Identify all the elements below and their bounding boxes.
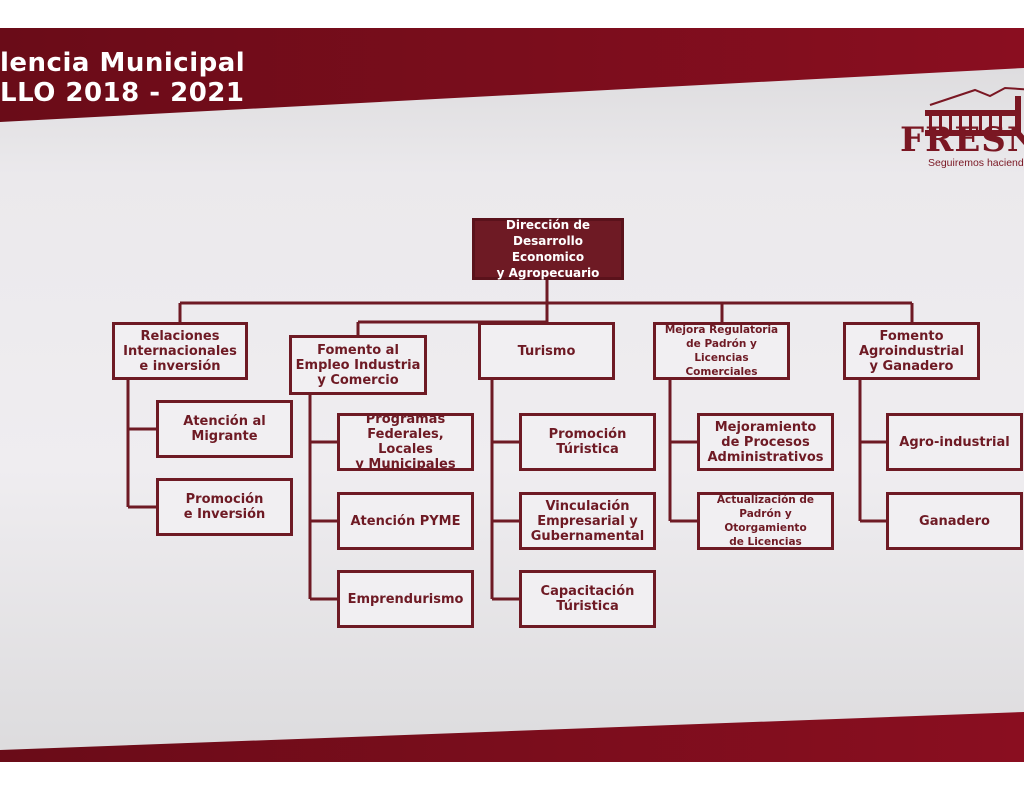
connector-relaciones (126, 380, 156, 509)
unit-emprendurismo: Emprendurismo (337, 570, 474, 628)
header-subtitle: LLO 2018 - 2021 (0, 78, 245, 108)
decorative-bands (0, 28, 1024, 762)
unit-programas: Programas Federales, Locales y Municipal… (337, 412, 474, 472)
logo-name: FRESNI (900, 120, 1024, 160)
unit-atencion-pyme: Atención PYME (337, 492, 474, 550)
connector-turismo (490, 380, 519, 601)
connector-fomento-empleo (308, 395, 337, 601)
bottom-band (0, 712, 1024, 762)
unit-agro-industrial: Agro-industrial (886, 413, 1023, 471)
unit-capacitacion-turistica: Capacitación Túristica (519, 570, 656, 628)
unit-promocion-inversion: Promoción e Inversión (156, 478, 293, 536)
unit-vinculacion: Vinculación Empresarial y Gubernamental (519, 492, 656, 550)
top-band (0, 28, 1024, 122)
dept-relaciones: Relaciones Internacionales e inversión (112, 322, 248, 380)
connector-root (178, 280, 914, 335)
unit-ganadero: Ganadero (886, 492, 1023, 550)
unit-mejoramiento-procesos: Mejoramiento de Procesos Administrativos (697, 413, 834, 471)
slide: lencia Municipal LLO 2018 - 2021 (0, 28, 1024, 762)
dept-fomento-agro: Fomento Agroindustrial y Ganadero (843, 322, 980, 380)
unit-atencion-migrante: Atención al Migrante (156, 400, 293, 458)
dept-mejora-regulatoria: Mejora Regulatoria de Padrón y Licencias… (653, 322, 790, 380)
org-root-box: Dirección de Desarrollo Economico y Agro… (472, 218, 624, 280)
unit-actualizacion-padron: Actualización de Padrón y Otorgamiento d… (697, 492, 834, 550)
dept-fomento-empleo: Fomento al Empleo Industria y Comercio (289, 335, 427, 395)
connector-mejora (668, 380, 697, 523)
logo-tagline: Seguiremos haciendo (928, 157, 1024, 169)
connector-agro (858, 380, 886, 523)
header-title: lencia Municipal (0, 48, 246, 78)
unit-promocion-turistica: Promoción Túristica (519, 413, 656, 471)
city-logo-icon (925, 86, 1024, 136)
dept-turismo: Turismo (478, 322, 615, 380)
